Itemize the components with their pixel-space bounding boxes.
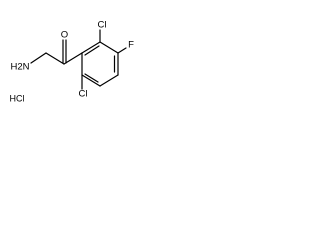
bond-ring-f — [117, 47, 127, 54]
chemical-structure-diagram: O H2N Cl F Cl HCl — [10, 20, 135, 104]
oxygen-label: O — [61, 30, 68, 41]
chloro-bottom-label: Cl — [79, 89, 88, 100]
bond-ch2-co — [45, 52, 65, 65]
ring-bond-4-5 — [99, 74, 119, 87]
structure-canvas: O H2N Cl F Cl HCl — [0, 0, 152, 152]
ring-bond-1-2 — [81, 41, 101, 54]
salt-label: HCl — [10, 93, 25, 103]
chloro-top-label: Cl — [98, 20, 107, 31]
amine-label: H2N — [10, 62, 29, 73]
ring-bond-5-6 — [81, 74, 101, 87]
bond-co-ring — [63, 52, 83, 65]
ring-bond-2-3 — [99, 41, 119, 54]
ring-inner-bond-c — [84, 73, 99, 83]
bond-n-ch2 — [30, 52, 47, 64]
fluoro-label: F — [128, 40, 134, 51]
ring-inner-bond-a — [84, 45, 100, 56]
